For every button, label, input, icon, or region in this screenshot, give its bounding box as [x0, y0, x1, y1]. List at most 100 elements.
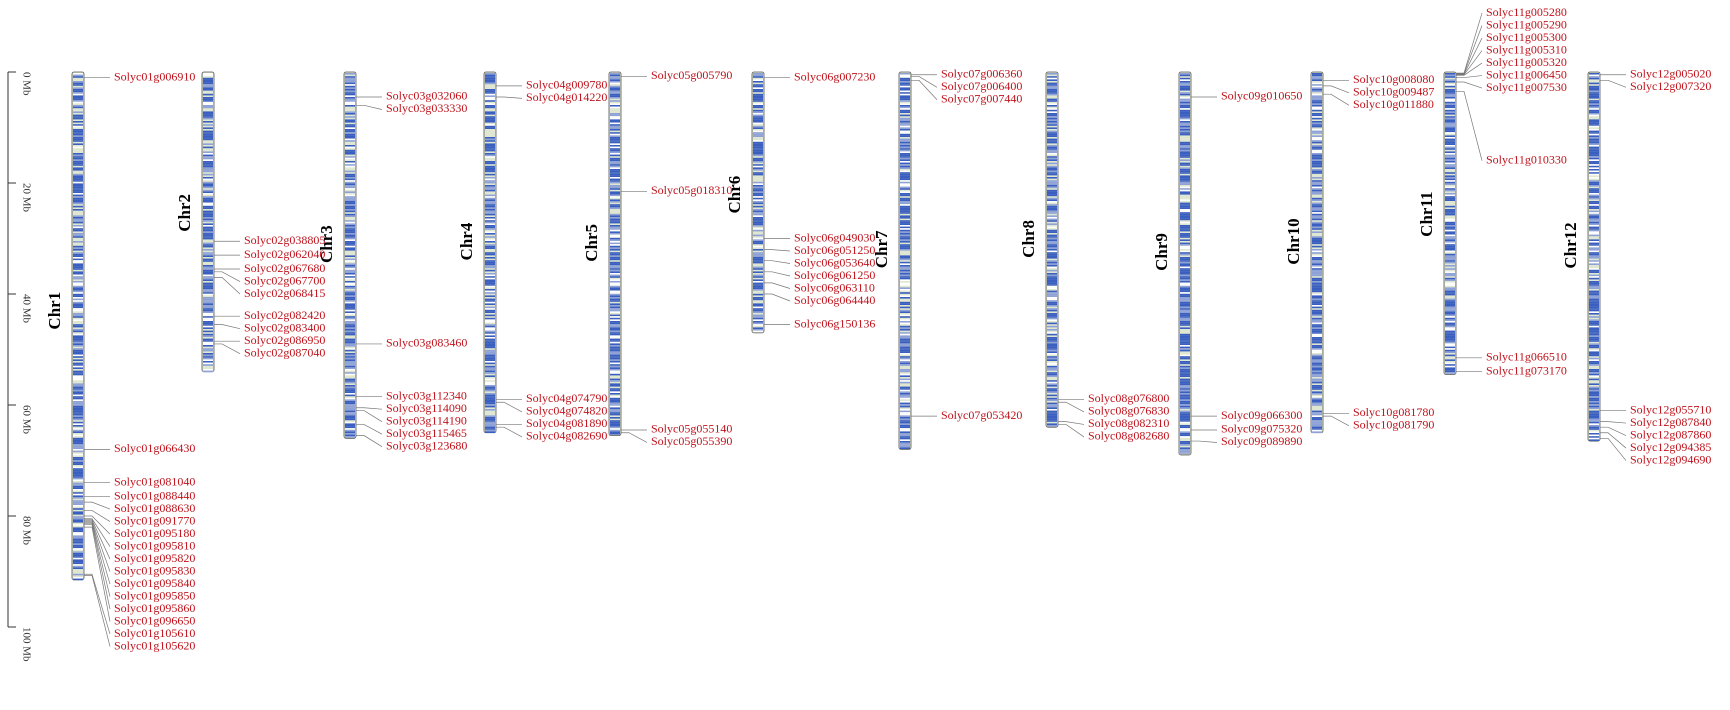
density-stripe [345, 246, 355, 248]
density-stripe [1445, 127, 1455, 129]
density-stripe [1047, 423, 1057, 425]
density-stripe [1180, 252, 1190, 254]
density-stripe [485, 100, 495, 102]
density-stripe [73, 185, 83, 187]
density-stripe [1445, 259, 1455, 261]
density-stripe [1445, 182, 1455, 184]
density-stripe [73, 545, 83, 547]
density-stripe [1047, 404, 1057, 406]
gene-label: Solyc12g094690 [1630, 452, 1711, 466]
density-stripe [1180, 321, 1190, 323]
density-stripe [1589, 283, 1599, 285]
density-stripe [345, 84, 355, 86]
gene-connector [1323, 416, 1349, 426]
density-stripe [900, 303, 910, 305]
density-stripe [610, 292, 620, 294]
density-stripe [1047, 209, 1057, 211]
density-stripe [1589, 97, 1599, 99]
density-stripe [1047, 286, 1057, 288]
density-stripe [73, 503, 83, 505]
density-stripe [345, 415, 355, 417]
chromosome-chr1: Chr1Solyc01g006910Solyc01g066430Solyc01g… [45, 69, 195, 652]
density-stripe [1180, 215, 1190, 217]
density-stripe [1589, 335, 1599, 337]
density-stripe [900, 337, 910, 339]
density-stripe [73, 87, 83, 89]
density-stripe [1180, 132, 1190, 134]
density-stripe [1047, 185, 1057, 187]
density-stripe [753, 123, 763, 125]
density-stripe [203, 353, 213, 355]
density-stripe [1312, 411, 1322, 413]
density-stripe [73, 206, 83, 208]
density-stripe [1047, 148, 1057, 150]
density-stripe [1312, 323, 1322, 325]
density-stripe [900, 185, 910, 187]
density-stripe [203, 214, 213, 216]
density-stripe [753, 193, 763, 195]
density-stripe [610, 299, 620, 301]
density-stripe [610, 275, 620, 277]
density-stripe [1589, 163, 1599, 165]
density-stripe [1589, 340, 1599, 342]
density-stripe [345, 391, 355, 393]
density-stripe [610, 361, 620, 363]
density-stripe [1445, 211, 1455, 213]
density-stripe [345, 355, 355, 357]
density-stripe [610, 225, 620, 227]
density-stripe [73, 367, 83, 369]
density-stripe [610, 420, 620, 422]
density-stripe [1589, 185, 1599, 187]
density-stripe [203, 236, 213, 238]
density-stripe [203, 310, 213, 312]
density-stripe [73, 409, 83, 411]
density-stripe [345, 292, 355, 294]
density-stripe [1589, 140, 1599, 142]
density-stripe [1047, 115, 1057, 117]
density-stripe [900, 327, 910, 329]
density-stripe [485, 308, 495, 310]
density-stripe [345, 316, 355, 318]
density-stripe [1445, 73, 1455, 75]
density-stripe [1047, 100, 1057, 102]
density-stripe [1445, 187, 1455, 189]
density-stripe [485, 387, 495, 389]
density-stripe [73, 196, 83, 198]
density-stripe [485, 369, 495, 371]
density-stripe [1312, 321, 1322, 323]
density-stripe [610, 286, 620, 288]
density-stripe [345, 273, 355, 275]
density-stripe [345, 211, 355, 213]
density-stripe [73, 310, 83, 312]
density-stripe [1180, 399, 1190, 401]
density-stripe [73, 467, 83, 469]
density-stripe [753, 115, 763, 117]
density-stripe [900, 115, 910, 117]
density-stripe [345, 403, 355, 405]
density-stripe [610, 207, 620, 209]
density-stripe [900, 382, 910, 384]
density-stripe [73, 444, 83, 446]
density-stripe [345, 422, 355, 424]
density-stripe [485, 302, 495, 304]
density-stripe [73, 393, 83, 395]
density-stripe [753, 153, 763, 155]
density-stripe [1312, 387, 1322, 389]
density-stripe [900, 183, 910, 185]
density-stripe [203, 339, 213, 341]
density-stripe [1445, 135, 1455, 137]
density-stripe [1445, 254, 1455, 256]
density-stripe [345, 431, 355, 433]
density-stripe [485, 139, 495, 141]
density-stripe [610, 271, 620, 273]
density-stripe [203, 147, 213, 149]
density-stripe [1589, 363, 1599, 365]
density-stripe [1180, 451, 1190, 453]
density-stripe [610, 358, 620, 360]
density-stripe [1312, 371, 1322, 373]
density-stripe [1445, 75, 1455, 77]
density-stripe [610, 289, 620, 291]
density-stripe [73, 167, 83, 169]
density-stripe [1312, 267, 1322, 269]
density-stripe [485, 303, 495, 305]
